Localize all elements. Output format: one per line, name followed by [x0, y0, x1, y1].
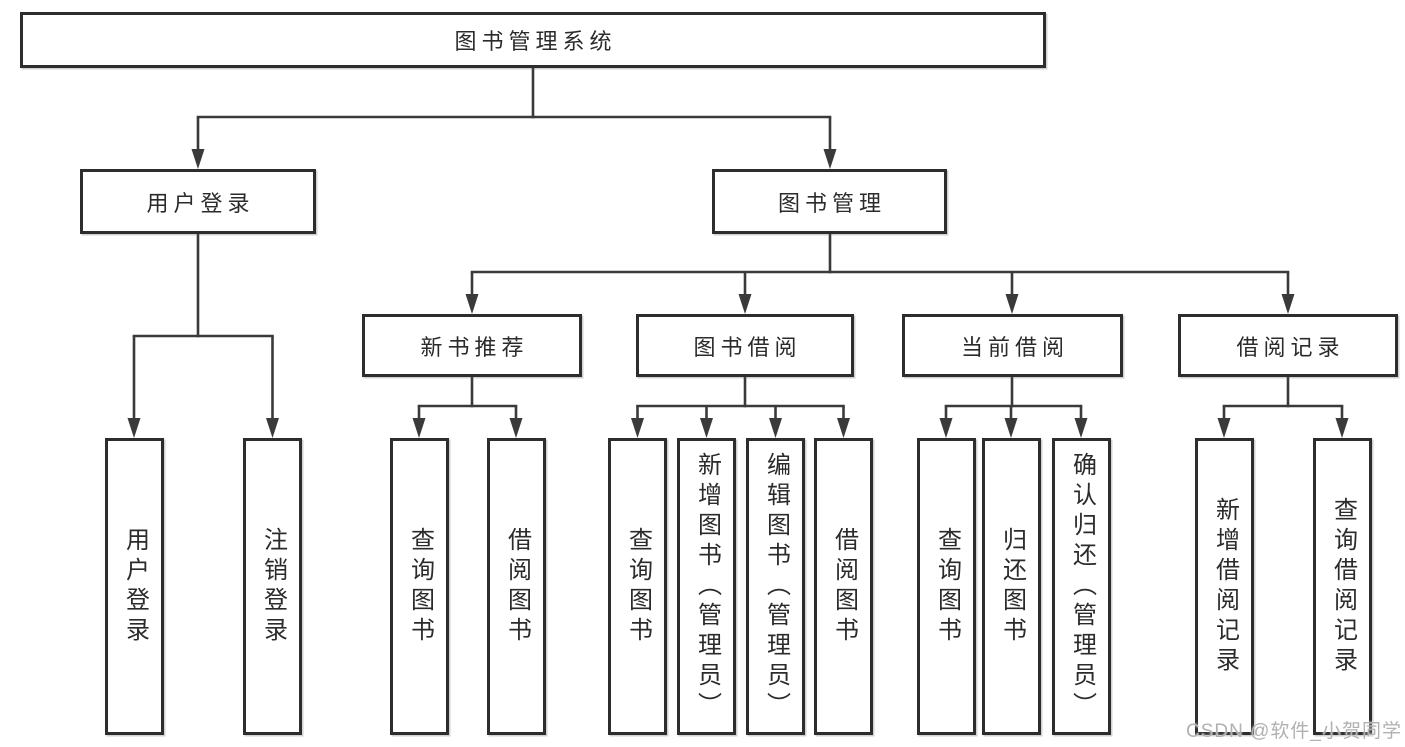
leaf-borrow-books-recommend: 借阅图书: [487, 438, 546, 735]
node-new-book-recommend: 新书推荐: [362, 314, 582, 377]
node-book-management: 图书管理: [712, 169, 947, 234]
leaf-query-borrow-record: 查询借阅记录: [1313, 438, 1372, 735]
leaf-edit-books-admin: 编辑图书（管理员）: [746, 438, 805, 735]
leaf-borrow-books: 借阅图书: [814, 438, 873, 735]
leaf-confirm-return-admin: 确认归还（管理员）: [1052, 438, 1111, 735]
leaf-query-books-borrow: 查询图书: [608, 438, 667, 735]
leaf-query-books-current: 查询图书: [917, 438, 976, 735]
node-book-borrow: 图书借阅: [636, 314, 854, 377]
node-root: 图书管理系统: [20, 12, 1046, 68]
leaf-query-books-recommend: 查询图书: [390, 438, 449, 735]
node-current-borrow: 当前借阅: [902, 314, 1123, 377]
leaf-user-login: 用户登录: [105, 438, 164, 735]
leaf-return-books: 归还图书: [982, 438, 1041, 735]
csdn-watermark: CSDN @软件_小贺同学: [1186, 721, 1402, 742]
node-user-login: 用户登录: [80, 169, 316, 234]
leaf-logout: 注销登录: [243, 438, 302, 735]
node-borrow-record: 借阅记录: [1178, 314, 1398, 377]
leaf-add-books-admin: 新增图书（管理员）: [677, 438, 736, 735]
leaf-add-borrow-record: 新增借阅记录: [1195, 438, 1254, 735]
